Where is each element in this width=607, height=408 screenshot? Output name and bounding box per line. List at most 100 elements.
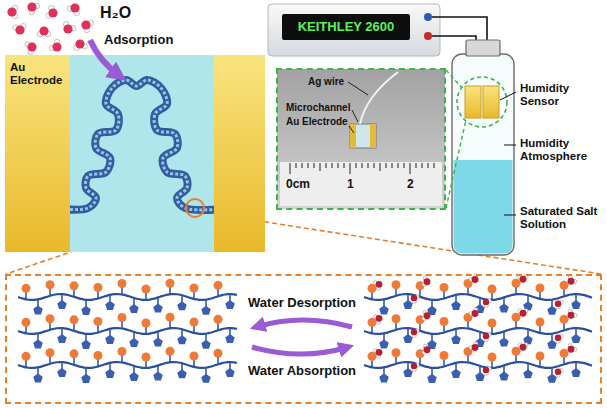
water-molecule — [483, 333, 489, 339]
polymer-chain — [229, 294, 231, 301]
water-molecule — [74, 39, 87, 50]
polymer-chain — [214, 281, 223, 290]
polymer-chain — [61, 328, 63, 335]
bottle — [483, 86, 499, 118]
polymer-chain — [57, 334, 67, 343]
polymer-chain — [153, 337, 163, 346]
water-molecule — [48, 8, 57, 17]
polymer-chain — [105, 369, 115, 378]
photo-inset — [386, 163, 387, 168]
polymer-chain — [379, 339, 389, 348]
part-label: Humidity Atmosphere — [520, 137, 604, 163]
source-meter — [268, 4, 440, 56]
water-molecule — [568, 278, 575, 285]
photo-inset — [350, 163, 351, 174]
polymer-chain — [118, 313, 127, 322]
photo-inset — [410, 163, 411, 174]
water-molecule — [518, 343, 528, 351]
zoom-line — [446, 70, 462, 88]
polymer-chain — [499, 371, 509, 380]
polymer-chain — [560, 349, 569, 358]
electrode-label: Au Electrode — [10, 61, 64, 87]
water-molecule — [15, 25, 24, 34]
leader-line — [504, 145, 516, 146]
polymer-chain — [201, 374, 211, 383]
polymer-chain — [451, 335, 461, 344]
water-molecule — [376, 349, 383, 356]
water-molecule — [373, 281, 382, 290]
polymer-chain — [118, 347, 127, 356]
bottle — [457, 77, 507, 127]
polymer-chain — [177, 335, 187, 344]
part-label: Au Electrode — [286, 116, 348, 128]
polymer-chain — [488, 284, 497, 293]
water-molecule — [25, 42, 37, 55]
polymer-chain — [201, 306, 211, 315]
process-arrow — [252, 347, 348, 354]
photo-inset — [332, 163, 333, 168]
zoom-panel: Water DesorptionWater Absorption — [5, 274, 602, 404]
polymer-chain — [440, 351, 449, 360]
water-molecule — [411, 329, 417, 335]
polymer-chain — [190, 283, 199, 292]
water-molecule — [411, 295, 419, 304]
polymer-chain — [46, 348, 55, 357]
polymer-chain — [57, 368, 67, 377]
polymer-chain — [33, 373, 43, 382]
polymer-chain — [431, 300, 433, 307]
photo-inset — [350, 124, 356, 148]
polymer-chain — [129, 304, 139, 313]
polymer-chain — [479, 298, 481, 305]
water-molecule — [472, 276, 479, 283]
polymer-chain — [105, 335, 115, 344]
water-molecule — [411, 363, 417, 369]
bottle — [466, 40, 500, 56]
polymer-chain — [575, 328, 577, 335]
polymer-chain — [166, 279, 175, 288]
water-molecule — [63, 22, 75, 34]
polymer-chain — [46, 280, 55, 289]
water-molecule — [555, 300, 563, 309]
polymer-chain — [157, 365, 159, 372]
water-molecule — [373, 349, 382, 358]
water-molecule — [376, 315, 383, 322]
polymer-chain — [118, 279, 127, 288]
water-molecule — [75, 39, 84, 48]
water-molecule — [373, 315, 382, 324]
polymer-chain — [536, 351, 545, 360]
polymer-chain — [229, 328, 231, 335]
polymer-chain — [18, 362, 237, 368]
polymer-chain — [157, 331, 159, 338]
photo-inset — [392, 163, 393, 168]
polymer-chain — [392, 280, 401, 289]
photo-inset — [370, 124, 376, 148]
water-molecule — [483, 299, 491, 308]
water-molecule — [568, 312, 575, 319]
polymer-chain — [440, 283, 449, 292]
part-label: Microchannel — [286, 102, 350, 114]
polymer-chain — [403, 334, 413, 343]
polymer-chain — [560, 281, 569, 290]
source-meter — [424, 32, 432, 40]
photo-inset — [398, 163, 399, 168]
ruler-number: 0cm — [286, 178, 310, 192]
instrument-box: KEITHLEY 2600 — [268, 4, 440, 56]
polymer-chain — [109, 295, 111, 302]
photo-inset — [296, 163, 297, 168]
photo-inset — [350, 124, 376, 148]
bottle — [452, 54, 514, 255]
sensor-chip — [50, 80, 235, 210]
polymer-chain — [166, 347, 175, 356]
sensor-chip — [5, 55, 70, 252]
sensor-chip — [50, 80, 235, 210]
polymer-chain — [379, 373, 389, 382]
polymer-chain — [81, 306, 91, 315]
polymer-chain — [205, 368, 207, 375]
polymer-chain — [536, 283, 545, 292]
electrode-chip: Au Electrode — [5, 55, 265, 252]
water-molecule — [70, 3, 79, 12]
polymer-chain — [81, 374, 91, 383]
polymer-chain — [383, 299, 385, 306]
polymer-chain — [18, 294, 237, 300]
